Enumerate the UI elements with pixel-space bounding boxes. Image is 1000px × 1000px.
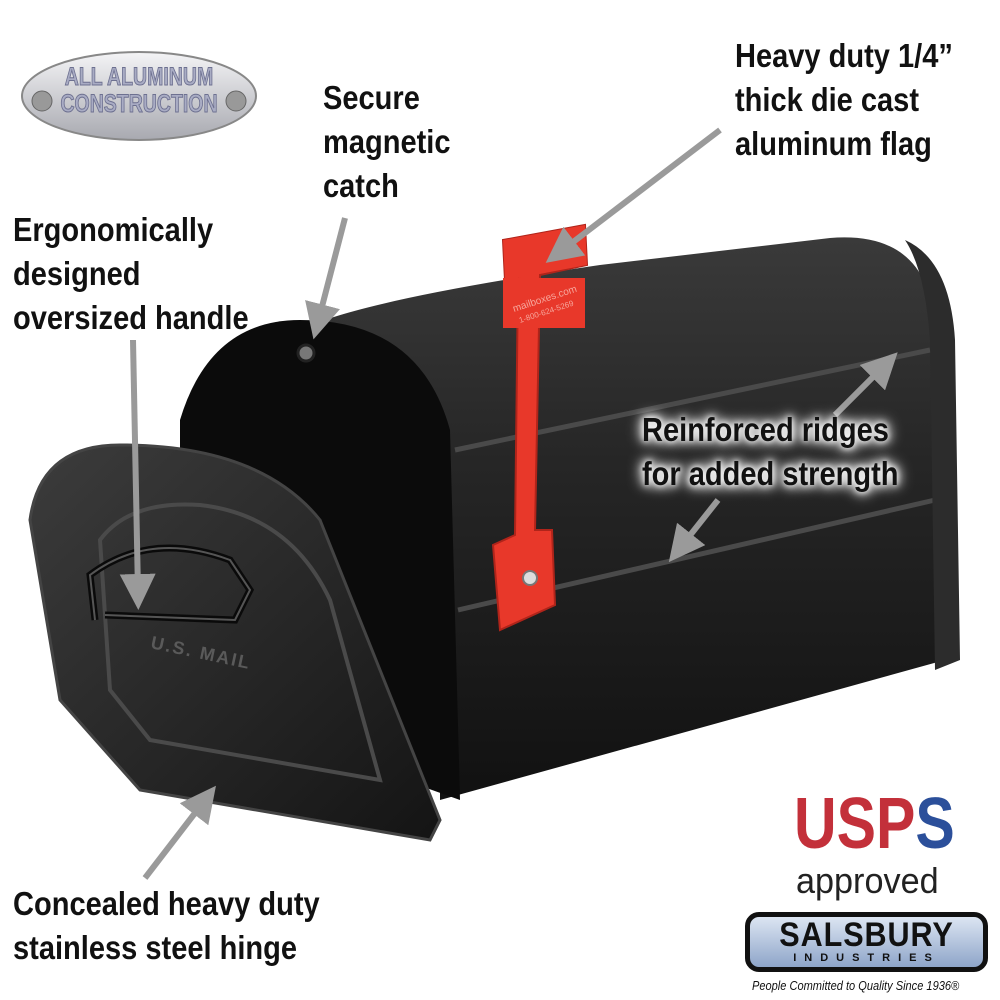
usps-logo-part2: S <box>915 784 955 864</box>
callout-line: for added strength <box>642 455 899 492</box>
arrow-catch <box>305 217 348 340</box>
callout-line: oversized handle <box>13 299 249 336</box>
mailbox-flag: mailboxes.com 1-800-624-5269 <box>491 223 589 632</box>
usps-logo: USPS <box>794 788 955 860</box>
badge-text: ALL ALUMINUM CONSTRUCTION <box>46 63 232 118</box>
brand-tagline: People Committed to Quality Since 1936® <box>752 978 960 993</box>
usps-approved: approved <box>796 860 939 901</box>
callout-line: thick die cast <box>735 81 920 118</box>
callout-line: stainless steel hinge <box>13 929 298 966</box>
salsbury-logo: SALSBURY INDUSTRIES <box>745 912 988 972</box>
arrow-handle <box>119 339 156 610</box>
callout-line: magnetic <box>323 123 451 160</box>
arrow-flag <box>545 127 722 263</box>
magnetic-catch <box>296 343 316 363</box>
callout-hinge: Concealed heavy duty stainless steel hin… <box>13 882 320 970</box>
badge-line1: ALL ALUMINUM <box>64 63 214 91</box>
arrow-hinge <box>142 785 216 880</box>
callout-line: Heavy duty 1/4” <box>735 37 953 74</box>
callout-line: aluminum flag <box>735 125 932 162</box>
badge-line2: CONSTRUCTION <box>60 90 218 118</box>
callout-line: Ergonomically <box>13 211 214 248</box>
callout-handle: Ergonomically designed oversized handle <box>13 208 249 340</box>
callout-ridges: Reinforced ridges for added strength <box>642 408 899 496</box>
arrow-ridge-top <box>832 352 898 418</box>
all-aluminum-badge <box>21 51 257 141</box>
mailbox-door: U.S. MAIL <box>28 443 442 842</box>
callout-flag: Heavy duty 1/4” thick die cast aluminum … <box>735 34 953 166</box>
brand-name: SALSBURY <box>779 916 954 954</box>
usps-logo-part1: USP <box>794 784 916 864</box>
callout-line: Concealed heavy duty <box>13 885 320 922</box>
callout-arrows <box>119 127 898 880</box>
arrow-ridge-bottom <box>668 498 721 563</box>
callout-line: Secure <box>323 79 420 116</box>
callout-line: designed <box>13 255 141 292</box>
callout-magnetic-catch: Secure magnetic catch <box>323 76 450 208</box>
brand-sub: INDUSTRIES <box>793 952 940 964</box>
callout-line: catch <box>323 167 399 204</box>
callout-line: Reinforced ridges <box>642 411 889 448</box>
